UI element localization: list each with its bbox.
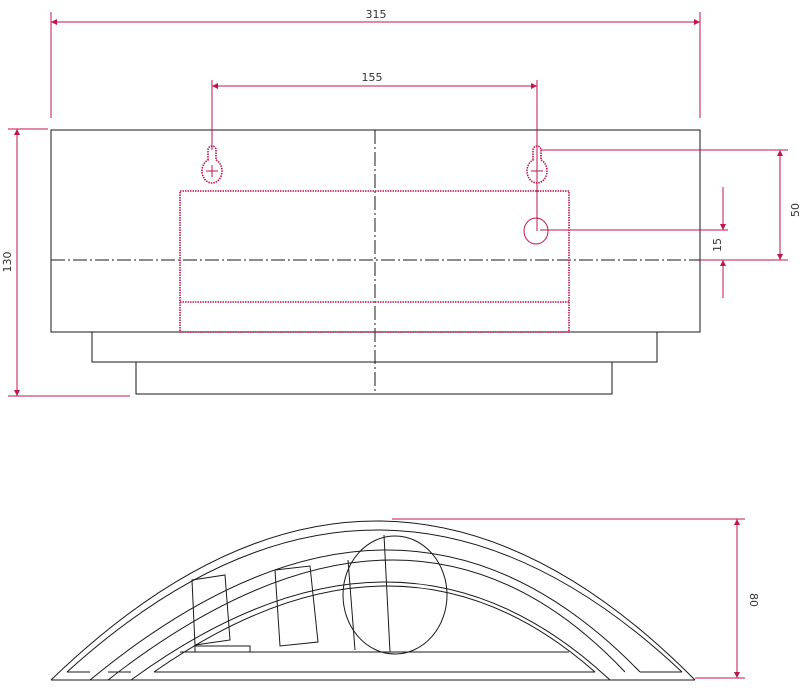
outer-shade-inner-arc: [66, 529, 683, 673]
dim-hole-spacing-label: 155: [362, 71, 383, 84]
socket-outline: [274, 565, 319, 647]
dim-height-label: 130: [1, 252, 14, 273]
dim-depth-label: 80: [747, 593, 760, 607]
bulb-line: [347, 559, 356, 651]
step-2-outline: [135, 362, 613, 395]
inner-shade-inner-arc: [153, 585, 596, 673]
bulb-line: [383, 534, 391, 653]
cable-hole-icon: [523, 217, 549, 245]
dim-hole-to-center-label: 50: [789, 203, 802, 217]
middle-shade-arc: [89, 549, 641, 681]
inner-shade-arc: [130, 581, 611, 681]
keyhole-left-icon: [201, 145, 223, 184]
dim-cable-to-center-label: 15: [711, 238, 724, 252]
outer-shade-arc: [50, 520, 696, 681]
middle-shade-inner-arc: [107, 559, 626, 681]
dim-width-label: 315: [366, 8, 387, 21]
lampholder-outline: [191, 574, 231, 646]
bulb-outline: [342, 535, 448, 655]
side-view: 80: [50, 518, 760, 681]
front-view: 315 155 130 50 15: [1, 8, 802, 397]
base-block: [194, 645, 251, 653]
